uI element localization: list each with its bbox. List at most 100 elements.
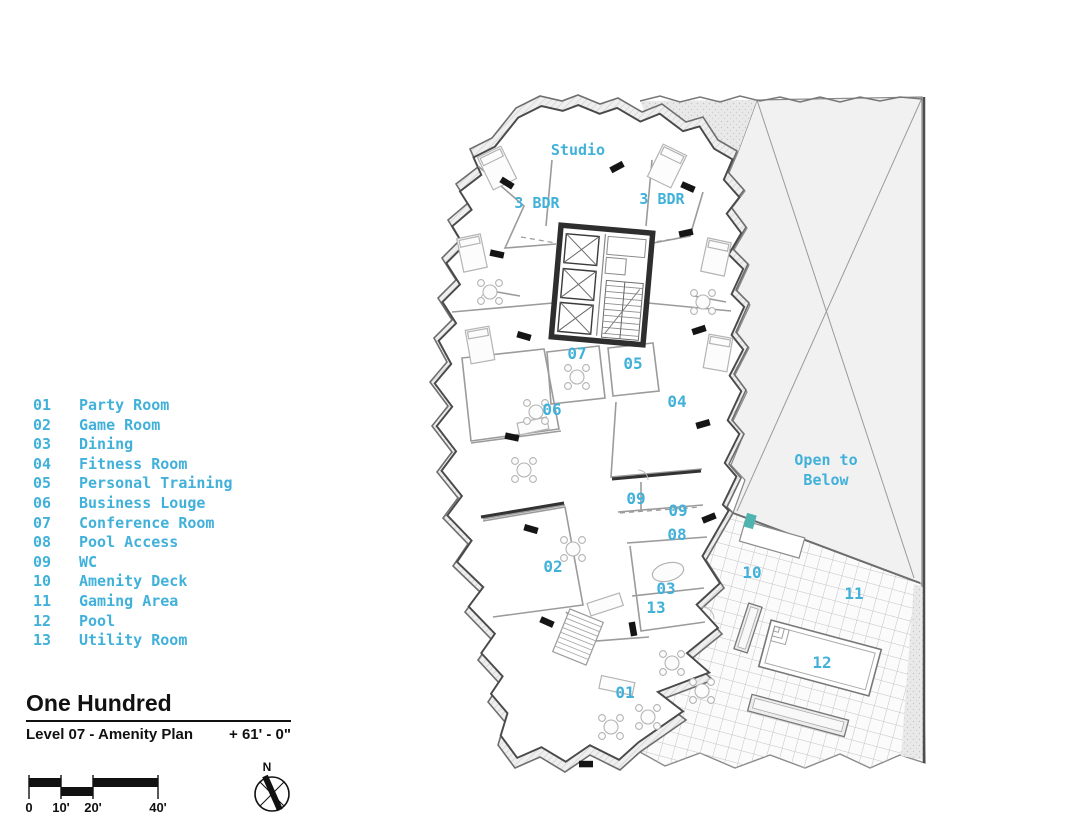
door-threshold <box>678 228 694 238</box>
chair <box>578 536 586 544</box>
open-to-below-label: Below <box>803 471 849 489</box>
chair <box>616 714 624 722</box>
unit-label: 3 BDR <box>639 190 685 208</box>
door-threshold <box>695 418 711 430</box>
chair <box>477 279 485 287</box>
chair <box>495 279 503 287</box>
chair <box>677 668 685 676</box>
table <box>664 655 680 671</box>
chair <box>635 722 643 730</box>
scale-tick-label: 20' <box>84 800 102 815</box>
scale-tick-label: 10' <box>52 800 70 815</box>
chair <box>523 399 531 407</box>
legend-item-number: 05 <box>33 474 52 493</box>
legend-item-number: 02 <box>33 415 52 434</box>
room-number-label: 07 <box>567 344 586 363</box>
legend-item-number: 12 <box>33 611 52 630</box>
tables <box>477 279 716 740</box>
legend-item-label: Dining <box>79 435 134 454</box>
scale-tick-label: 0 <box>25 800 32 815</box>
deck-bench-long <box>746 693 850 738</box>
room-number-label: 09 <box>668 501 687 520</box>
chair <box>564 382 572 390</box>
legend-item-number: 07 <box>33 513 52 532</box>
room-number-label: 04 <box>667 392 686 411</box>
chair <box>523 417 531 425</box>
table <box>694 683 710 699</box>
scale-bar: 0 10' 20' 40' <box>25 775 167 815</box>
room-number-label: 09 <box>626 489 645 508</box>
chair <box>560 536 568 544</box>
legend-item-label: Fitness Room <box>79 454 188 473</box>
deck-teal-marker <box>743 512 757 530</box>
door-threshold <box>504 432 520 442</box>
legend-item: 08 Pool Access <box>33 533 233 553</box>
room-number-label: 03 <box>656 579 675 598</box>
door-threshold <box>609 160 625 174</box>
legend-item-number: 09 <box>33 552 52 571</box>
legend-item-label: Pool Access <box>79 533 179 552</box>
chair <box>635 704 643 712</box>
legend-item-label: Party Room <box>79 396 170 414</box>
chair <box>653 722 661 730</box>
project-title: One Hundred <box>26 690 172 716</box>
unit-label: 3 BDR <box>514 194 560 212</box>
chair <box>477 297 485 305</box>
chair <box>582 364 590 372</box>
legend-item-number: 08 <box>33 533 52 552</box>
dashed-lines <box>520 236 702 514</box>
stair-lower <box>551 608 605 666</box>
deck-edge-band <box>901 584 925 760</box>
furniture <box>456 143 734 697</box>
chair <box>708 289 716 297</box>
table <box>565 541 581 557</box>
chair <box>598 714 606 722</box>
room-number-label: 11 <box>844 584 863 603</box>
chair <box>511 457 519 465</box>
chair <box>541 417 549 425</box>
door-threshold <box>628 621 638 637</box>
unit-label: Studio <box>551 141 605 159</box>
stair <box>600 279 644 341</box>
chair <box>582 382 590 390</box>
legend-item-number: 01 <box>33 396 52 414</box>
legend-item-number: 06 <box>33 493 52 512</box>
chair <box>659 650 667 658</box>
room-number-label: 02 <box>543 557 562 576</box>
door-threshold <box>701 512 717 524</box>
door-threshold <box>516 330 532 342</box>
legend-item-number: 13 <box>33 631 52 650</box>
chair <box>529 457 537 465</box>
north-needle <box>262 774 283 812</box>
torn-edge-line <box>639 95 923 103</box>
chair <box>659 668 667 676</box>
site-hatch-top <box>640 100 757 152</box>
door-threshold <box>579 760 593 768</box>
room-number-label: 05 <box>623 354 642 373</box>
door-threshold <box>691 324 707 336</box>
legend-item-number: 10 <box>33 572 52 591</box>
legend-item: 01 Party Room <box>33 396 233 416</box>
legend-item-label: Business Louge <box>79 493 206 512</box>
legend-item-number: 11 <box>33 591 52 610</box>
room-number-label: 13 <box>646 598 665 617</box>
room-number-label: 01 <box>615 683 634 702</box>
title-block: One Hundred Level 07 - Amenity Plan + 61… <box>26 690 291 743</box>
title-rule <box>26 720 291 722</box>
chair <box>560 554 568 562</box>
scale-tick-label: 40' <box>149 800 167 815</box>
open-to-below-region <box>728 96 923 585</box>
chair <box>511 475 519 483</box>
deck-planter <box>738 520 806 559</box>
chair <box>690 289 698 297</box>
core <box>548 222 656 348</box>
chair <box>541 399 549 407</box>
